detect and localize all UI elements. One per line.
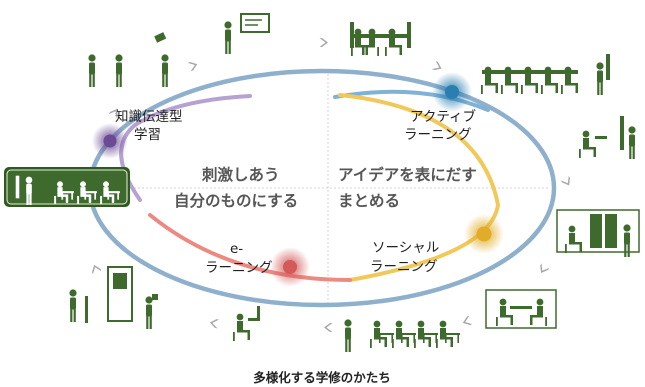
chevron-down-icon bbox=[560, 175, 573, 188]
lecture-classroom-box bbox=[4, 167, 130, 207]
chevron-left-icon bbox=[324, 323, 333, 332]
mode-label-elearning: e- ラーニング bbox=[205, 241, 273, 276]
ring-segment-yellow bbox=[338, 93, 501, 282]
mode-label-line1: 知識伝達型 bbox=[115, 108, 183, 125]
mode-dots bbox=[92, 72, 504, 287]
pictograms bbox=[69, 13, 640, 352]
quadrant-top-right: アイデアを表にだす bbox=[338, 165, 477, 184]
quadrant-bottom-left: 自分のものにする bbox=[174, 191, 298, 210]
quadrant-axes bbox=[110, 70, 548, 305]
mode-label-active: アクティブ ラーニング bbox=[404, 108, 477, 143]
library-shelves-icon bbox=[556, 209, 640, 257]
chevron-up-icon bbox=[89, 263, 102, 275]
ring-segment-red bbox=[148, 213, 352, 282]
meeting-table-icon bbox=[350, 22, 411, 56]
chevron-down-icon bbox=[537, 263, 550, 276]
vending-machine-icon bbox=[69, 266, 158, 329]
chevron-left-icon bbox=[209, 318, 220, 329]
laptop-user-icon bbox=[233, 306, 260, 341]
chevron-right-icon bbox=[431, 60, 444, 73]
presenter-board-icon bbox=[579, 116, 636, 159]
mode-label-line2: ラーニング bbox=[205, 260, 273, 276]
chevron-right-icon bbox=[187, 59, 199, 72]
ring-segment-blue bbox=[333, 89, 490, 112]
mode-label-line1: e- bbox=[230, 241, 243, 257]
figure-caption: 多様化する学修のかたち bbox=[253, 370, 391, 385]
quadrant-top-left: 刺激しあう bbox=[202, 165, 280, 184]
presenter-whiteboard-icon bbox=[224, 13, 270, 54]
standing-people-icon bbox=[88, 32, 169, 87]
chevron-right-icon bbox=[319, 38, 328, 47]
mode-label-line1: ソーシャル bbox=[372, 240, 439, 256]
mode-label-line2: ラーニング bbox=[404, 127, 472, 143]
conversation-room-icon bbox=[485, 289, 557, 329]
mode-label-line2: 学習 bbox=[134, 127, 161, 143]
mode-label-line1: アクティブ bbox=[410, 108, 477, 125]
mode-label-social: ソーシャル ラーニング bbox=[370, 240, 439, 275]
large-meeting-icon bbox=[481, 54, 610, 95]
mode-label-line2: ラーニング bbox=[370, 259, 438, 275]
quadrant-bottom-right: まとめる bbox=[338, 192, 400, 210]
chevron-left-icon bbox=[461, 315, 473, 328]
mode-label-knowledge: 知識伝達型 学習 bbox=[115, 108, 183, 143]
class-rows-icon bbox=[344, 319, 460, 352]
